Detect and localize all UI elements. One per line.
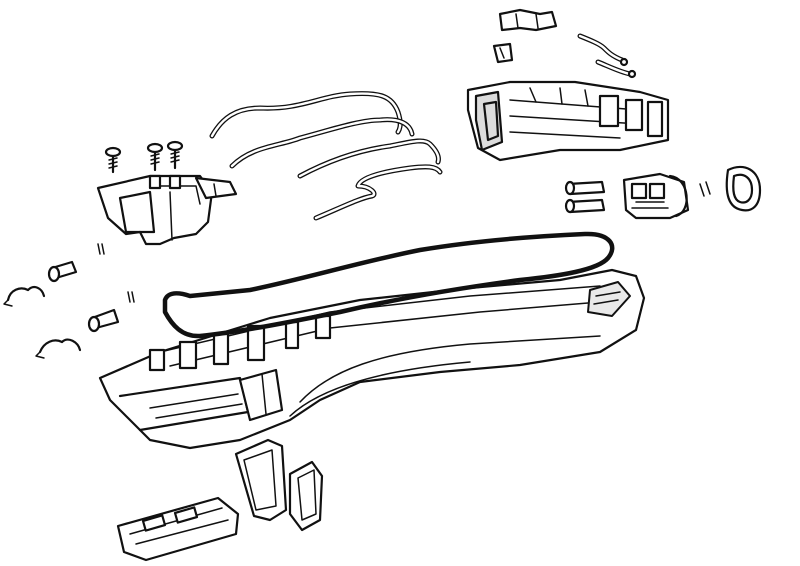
trigger-loop xyxy=(725,165,762,212)
trigger-cover xyxy=(288,460,324,532)
top-cover xyxy=(466,80,670,162)
left-fasteners xyxy=(3,243,135,359)
switch-screws xyxy=(104,140,184,174)
battery-connector xyxy=(622,172,690,220)
right-fasteners xyxy=(564,180,711,214)
switch-assembly xyxy=(96,174,238,246)
bottom-plate xyxy=(116,496,240,562)
main-housing xyxy=(98,268,646,450)
gasket-seal xyxy=(162,231,615,339)
small-wires xyxy=(577,33,637,79)
wire-harness xyxy=(209,91,443,221)
side-panel xyxy=(234,438,288,522)
top-clips xyxy=(492,8,558,64)
